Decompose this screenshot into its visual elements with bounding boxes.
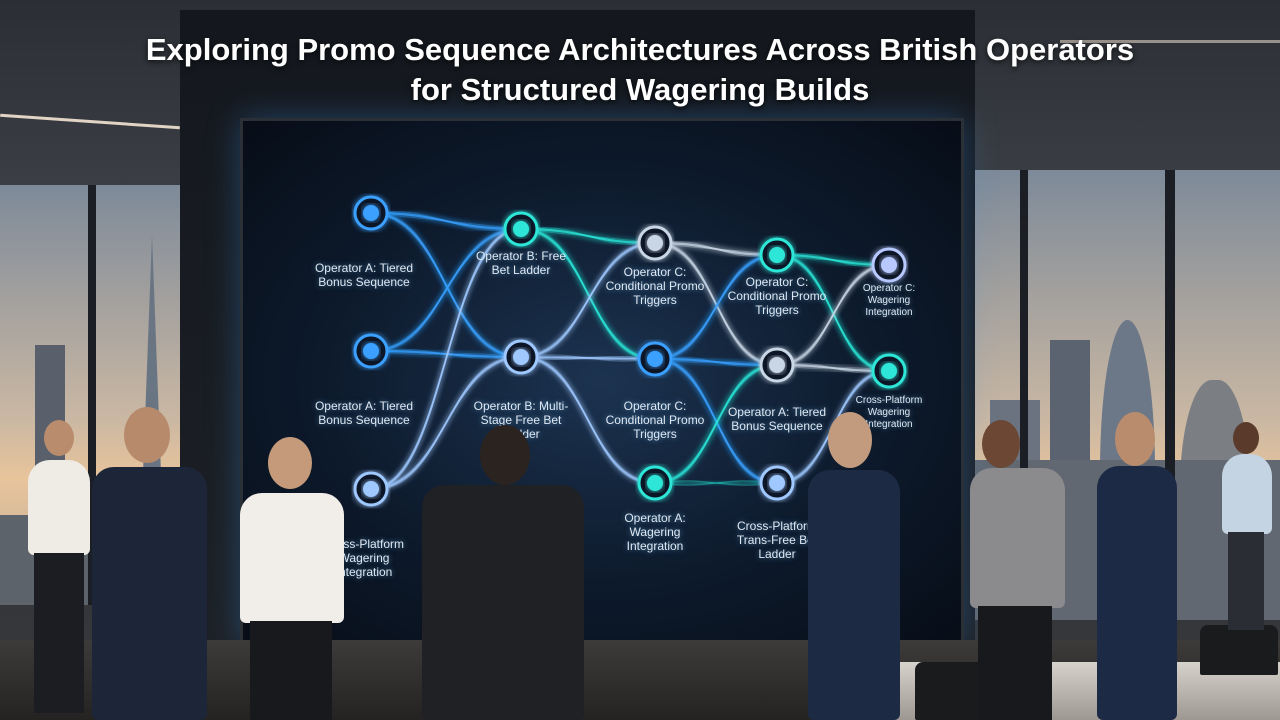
- node-core: [363, 481, 379, 497]
- node-core: [363, 205, 379, 221]
- node-label: Operator A: Tiered Bonus Sequence: [314, 399, 414, 427]
- person-legs: [1228, 532, 1264, 630]
- node-label: Operator A: Wagering Integration: [624, 511, 686, 553]
- person-head: [982, 420, 1020, 468]
- flow-node: [871, 353, 907, 389]
- person-standing: [20, 418, 100, 720]
- flow-diagram: [353, 195, 907, 507]
- node-label: Operator A: Tiered Bonus Sequence: [314, 261, 414, 289]
- node-core: [647, 235, 663, 251]
- node-label: Operator C: Conditional Promo Triggers: [605, 265, 705, 307]
- flow-link: [520, 356, 656, 484]
- person-legs: [978, 606, 1052, 720]
- person-torso: [970, 468, 1065, 608]
- flow-node: [503, 339, 539, 375]
- node-label: Operator C: Conditional Promo Triggers: [605, 399, 705, 441]
- flow-link: [520, 355, 656, 361]
- flow-link: [370, 228, 522, 490]
- person-standing: [1218, 420, 1276, 630]
- person-torso: [1222, 454, 1272, 534]
- flow-link: [654, 480, 778, 486]
- node-label: Operator B: Free Bet Ladder: [475, 249, 567, 277]
- flow-node: [503, 211, 539, 247]
- node-core: [769, 475, 785, 491]
- flow-node: [759, 237, 795, 273]
- person-head: [1233, 422, 1259, 454]
- flow-node: [353, 333, 389, 369]
- node-core: [769, 357, 785, 373]
- node-label: Cross-Platform Wagering Integration: [855, 395, 923, 430]
- flow-node: [637, 341, 673, 377]
- node-label: Operator C: Conditional Promo Triggers: [727, 275, 827, 317]
- node-label: Operator C: Wagering Integration: [862, 283, 916, 318]
- person-head: [44, 420, 74, 456]
- flow-node: [759, 465, 795, 501]
- person-back-view: [422, 425, 587, 720]
- person-head: [124, 407, 170, 463]
- person-head: [1115, 412, 1155, 466]
- node-label: Cross-Platform Trans-Free Bet Ladder: [736, 519, 818, 561]
- flow-link: [370, 212, 522, 230]
- flow-link: [776, 264, 890, 366]
- window-mullion: [1020, 170, 1028, 620]
- flow-node: [353, 195, 389, 231]
- person-head: [480, 425, 530, 485]
- person-legs: [250, 621, 332, 720]
- flow-link: [520, 242, 656, 358]
- window-mullion: [1165, 170, 1175, 620]
- person-standing: [1095, 410, 1180, 720]
- person-standing: [238, 435, 348, 720]
- flow-link: [520, 228, 656, 360]
- flow-link: [654, 242, 778, 366]
- flow-link: [654, 364, 778, 484]
- page-title: Exploring Promo Sequence Architectures A…: [145, 32, 1135, 107]
- node-core: [513, 221, 529, 237]
- node-core: [513, 349, 529, 365]
- person-pointing: [790, 410, 905, 720]
- flow-link: [370, 356, 522, 490]
- flow-link: [370, 228, 522, 352]
- window-mullion: [88, 185, 96, 605]
- node-core: [881, 363, 897, 379]
- flow-node: [871, 247, 907, 283]
- person-legs: [34, 553, 84, 713]
- person-torso: [808, 470, 900, 720]
- node-label: Operator A: Tiered Bonus Sequence: [727, 405, 827, 433]
- person-torso: [422, 485, 584, 720]
- ceiling-light-strip: [0, 113, 180, 130]
- node-core: [647, 475, 663, 491]
- flow-link: [654, 358, 778, 484]
- flow-link: [654, 254, 778, 360]
- person-torso: [240, 493, 344, 623]
- ceiling-light-strip: [1060, 40, 1280, 43]
- person-torso: [28, 460, 90, 555]
- node-core: [363, 343, 379, 359]
- person-pointing: [930, 418, 1065, 720]
- person-head: [828, 412, 872, 468]
- flow-link: [370, 212, 522, 358]
- node-core: [881, 257, 897, 273]
- person-torso: [1097, 466, 1177, 720]
- flow-node: [759, 347, 795, 383]
- person-standing: [92, 405, 212, 720]
- flow-node: [637, 465, 673, 501]
- office-chair: [1200, 625, 1278, 675]
- flow-link: [520, 228, 656, 244]
- flow-node: [637, 225, 673, 261]
- flow-link: [370, 350, 522, 358]
- person-head: [268, 437, 312, 489]
- person-torso: [92, 467, 207, 720]
- node-core: [647, 351, 663, 367]
- node-core: [769, 247, 785, 263]
- flow-node: [353, 471, 389, 507]
